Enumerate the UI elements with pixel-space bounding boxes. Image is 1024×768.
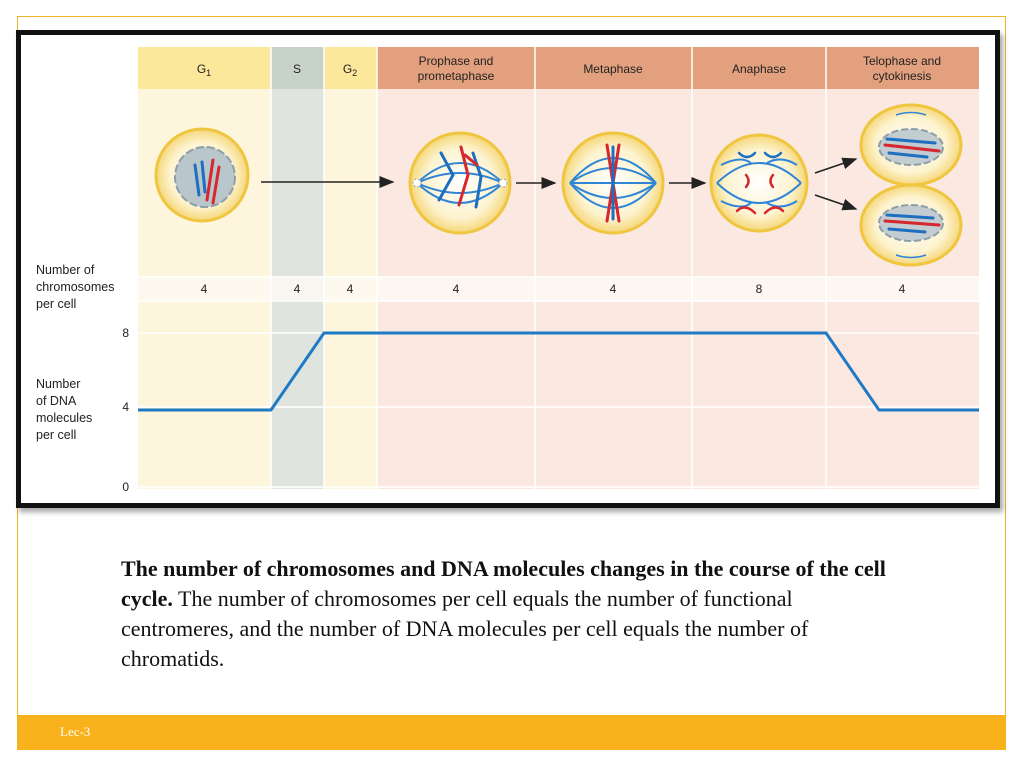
- metaphase-cell-illustration: [561, 131, 665, 235]
- header-s: [271, 47, 324, 89]
- label-dna-3: molecules: [36, 411, 92, 425]
- footer-bar: Lec-3: [18, 715, 1006, 750]
- y-tick-4: 4: [122, 400, 129, 414]
- header-g1: [138, 47, 271, 89]
- label-dna-1: Number: [36, 377, 80, 391]
- header-g2: [324, 47, 377, 89]
- y-tick-0: 0: [122, 480, 129, 494]
- header-prophase: [377, 47, 535, 89]
- header-g1-label: G1: [197, 62, 211, 78]
- row-chromosome-band: [138, 277, 979, 301]
- header-prophase-label-2: prometaphase: [418, 69, 495, 83]
- caption-bold: The number of chromosomes and DNA molecu…: [121, 556, 886, 611]
- arrow-anaphase-to-daughter-bottom: [814, 194, 858, 211]
- header-telophase-label: Telophase and: [863, 54, 941, 68]
- phase-headers: [138, 47, 979, 89]
- label-chromosomes-1: Number of: [36, 263, 95, 277]
- anaphase-cell-illustration: [709, 133, 809, 233]
- cell-cycle-svg: G1 S G2 Prophase and prometaphase Metaph…: [36, 47, 979, 494]
- col-g1-body: [138, 47, 271, 489]
- column-backgrounds: [138, 47, 979, 489]
- column-dividers: [270, 47, 827, 489]
- header-s-label: S: [293, 62, 301, 76]
- dna-molecules-line: [138, 331, 979, 412]
- horizontal-gridlines: [138, 276, 979, 488]
- count-metaphase: 4: [610, 282, 617, 296]
- label-dna-4: per cell: [36, 428, 76, 442]
- count-prophase: 4: [453, 282, 460, 296]
- col-s-body: [271, 47, 324, 489]
- header-anaphase: [692, 47, 826, 89]
- header-metaphase: [535, 47, 692, 89]
- count-s: 4: [294, 282, 301, 296]
- header-telophase: [826, 47, 979, 89]
- count-g1: 4: [201, 282, 208, 296]
- y-axis-ticks: 8 4 0: [122, 326, 129, 494]
- chromosome-count-row: 4 4 4 4 4 8 4: [201, 282, 906, 296]
- arrow-anaphase-to-daughter-top: [814, 157, 858, 174]
- header-anaphase-label: Anaphase: [732, 62, 786, 76]
- y-tick-8: 8: [122, 326, 129, 340]
- prophase-cell-illustration: [408, 131, 512, 235]
- header-prophase-label: Prophase and: [419, 54, 494, 68]
- header-telophase-label-2: cytokinesis: [873, 69, 932, 83]
- col-g2-body: [324, 47, 377, 489]
- caption-rest: The number of chromosomes per cell equal…: [121, 586, 809, 671]
- label-dna-2: of DNA: [36, 394, 77, 408]
- row-labels: Number of chromosomes per cell Number of…: [36, 263, 115, 442]
- label-chromosomes-2: chromosomes: [36, 280, 115, 294]
- count-anaphase: 8: [756, 282, 763, 296]
- phase-header-labels: G1 S G2 Prophase and prometaphase Metaph…: [197, 54, 941, 83]
- telophase-cell-illustration: [859, 103, 963, 267]
- label-chromosomes-3: per cell: [36, 297, 76, 311]
- count-g2: 4: [347, 282, 354, 296]
- header-metaphase-label: Metaphase: [583, 62, 643, 76]
- footer-label: Lec-3: [60, 724, 91, 739]
- count-telophase: 4: [899, 282, 906, 296]
- figure-caption: The number of chromosomes and DNA molecu…: [121, 554, 901, 674]
- header-g2-label: G2: [343, 62, 357, 78]
- cell-cycle-figure: G1 S G2 Prophase and prometaphase Metaph…: [16, 30, 1000, 508]
- g1-cell-illustration: [154, 127, 250, 223]
